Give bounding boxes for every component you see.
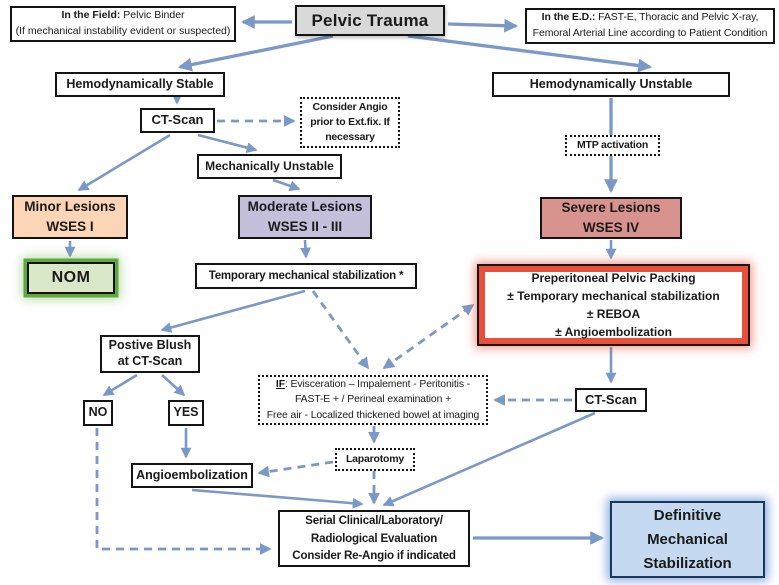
node-moderate-lesions-wses-2-3: Moderate Lesions WSES II - III — [238, 195, 372, 239]
ed-prefix: In the E.D.: — [541, 11, 596, 24]
no-label: NO — [88, 405, 108, 420]
arrow-ctscan-to-minor — [77, 133, 171, 192]
arrow-moderate-to-temp-stab — [300, 239, 311, 259]
ppp-label: Preperitoneal Pelvic Packing ± Temporary… — [507, 271, 720, 339]
dashed-arrow-if-to-ppp — [382, 303, 475, 370]
arrow-angioembolization-to-serial — [191, 488, 364, 509]
node-definitive-mechanical-stabilization: Definitive Mechanical Stabilization — [610, 501, 765, 578]
node-hemodynamically-unstable: Hemodynamically Unstable — [492, 72, 730, 97]
node-severe-lesions-wses-4: Severe Lesions WSES IV — [540, 197, 682, 239]
arrow-temp-stab-to-blush — [160, 289, 306, 333]
if-text: : Evisceration – Impalement - Peritoniti… — [266, 378, 480, 421]
ct-scan-left-label: CT-Scan — [151, 112, 204, 128]
dashed-arrow-temp-stab-to-if — [311, 290, 370, 370]
ct-scan-right-label: CT-Scan — [584, 391, 637, 407]
node-preperitoneal-pelvic-packing: Preperitoneal Pelvic Packing ± Temporary… — [477, 264, 750, 346]
node-temporary-mechanical-stabilization: Temporary mechanical stabilization * — [195, 263, 417, 289]
yes-label: YES — [173, 405, 199, 420]
node-yes: YES — [168, 400, 204, 426]
node-in-the-ed: In the E.D.: FAST-E, Thoracic and Pelvic… — [525, 8, 775, 44]
definitive-label: Definitive Mechanical Stabilization — [643, 506, 732, 572]
node-no: NO — [83, 400, 113, 426]
hemo-unstable-label: Hemodynamically Unstable — [529, 76, 693, 91]
hemo-stable-label: Hemodynamically Stable — [66, 76, 214, 91]
arrow-blush-to-no — [102, 373, 138, 397]
ed-line2: Femoral Arterial Line according to Patie… — [532, 27, 768, 39]
if-prefix: IF — [275, 378, 285, 390]
arrow-trauma-to-hemo-unstable — [407, 34, 653, 73]
node-nom: NOM — [27, 262, 115, 294]
node-mtp-activation: MTP activation — [565, 135, 660, 156]
dashed-arrow-laparotomy-to-angioembolization — [257, 460, 334, 478]
node-hemodynamically-stable: Hemodynamically Stable — [55, 72, 225, 97]
node-if-conditions: IF: Evisceration – Impalement - Peritoni… — [258, 375, 488, 425]
serial-label: Serial Clinical/Laboratory/ Radiological… — [292, 514, 456, 563]
severe-lesions-label: Severe Lesions WSES IV — [561, 200, 661, 235]
laparotomy-label: Laparotomy — [345, 452, 405, 465]
arrow-ctscan-right-to-serial — [382, 411, 596, 507]
dashed-arrow-no-to-serial — [95, 428, 272, 555]
arrow-trauma-to-ed — [447, 18, 519, 33]
positive-blush-label: Postive Blush at CT-Scan — [108, 338, 192, 368]
ed-text: FAST-E, Thoracic and Pelvic X-ray, — [595, 11, 759, 24]
node-mechanically-unstable: Mechanically Unstable — [197, 154, 342, 179]
field-prefix: In the Field: — [61, 9, 121, 22]
node-serial-evaluation: Serial Clinical/Laboratory/ Radiological… — [278, 510, 470, 567]
arrow-mech-unstable-to-moderate — [272, 178, 301, 192]
arrow-blush-to-yes — [161, 374, 186, 397]
minor-lesions-label: Minor Lesions WSES I — [24, 199, 116, 234]
mech-unstable-label: Mechanically Unstable — [205, 159, 334, 173]
moderate-lesions-label: Moderate Lesions WSES II - III — [247, 199, 363, 234]
node-laparotomy: Laparotomy — [335, 448, 415, 471]
consider-angio-label: Consider Angio prior to Ext.fix. If nece… — [310, 100, 390, 144]
node-angioembolization: Angioembolization — [131, 463, 253, 488]
temp-stab-label: Temporary mechanical stabilization * — [208, 269, 404, 282]
node-consider-angio: Consider Angio prior to Ext.fix. If nece… — [300, 97, 400, 148]
arrow-trauma-to-hemo-stable — [177, 34, 334, 72]
field-text: Pelvic Binder — [120, 9, 185, 22]
angioembolization-label: Angioembolization — [136, 467, 248, 482]
node-ct-scan-left: CT-Scan — [140, 108, 215, 133]
pelvic-trauma-label: Pelvic Trauma — [311, 10, 429, 30]
mtp-label: MTP activation — [576, 138, 649, 151]
nom-label: NOM — [51, 269, 91, 286]
arrow-ctscan-to-mech-unstable — [197, 133, 258, 153]
node-minor-lesions-wses-1: Minor Lesions WSES I — [12, 195, 128, 239]
node-ct-scan-right: CT-Scan — [575, 388, 647, 412]
node-pelvic-trauma: Pelvic Trauma — [295, 5, 445, 36]
node-in-the-field: In the Field: Pelvic Binder (If mechanic… — [10, 6, 236, 42]
node-positive-blush-at-ct-scan: Postive Blush at CT-Scan — [100, 335, 200, 373]
field-line2: (If mechanical instability evident or su… — [15, 25, 231, 37]
